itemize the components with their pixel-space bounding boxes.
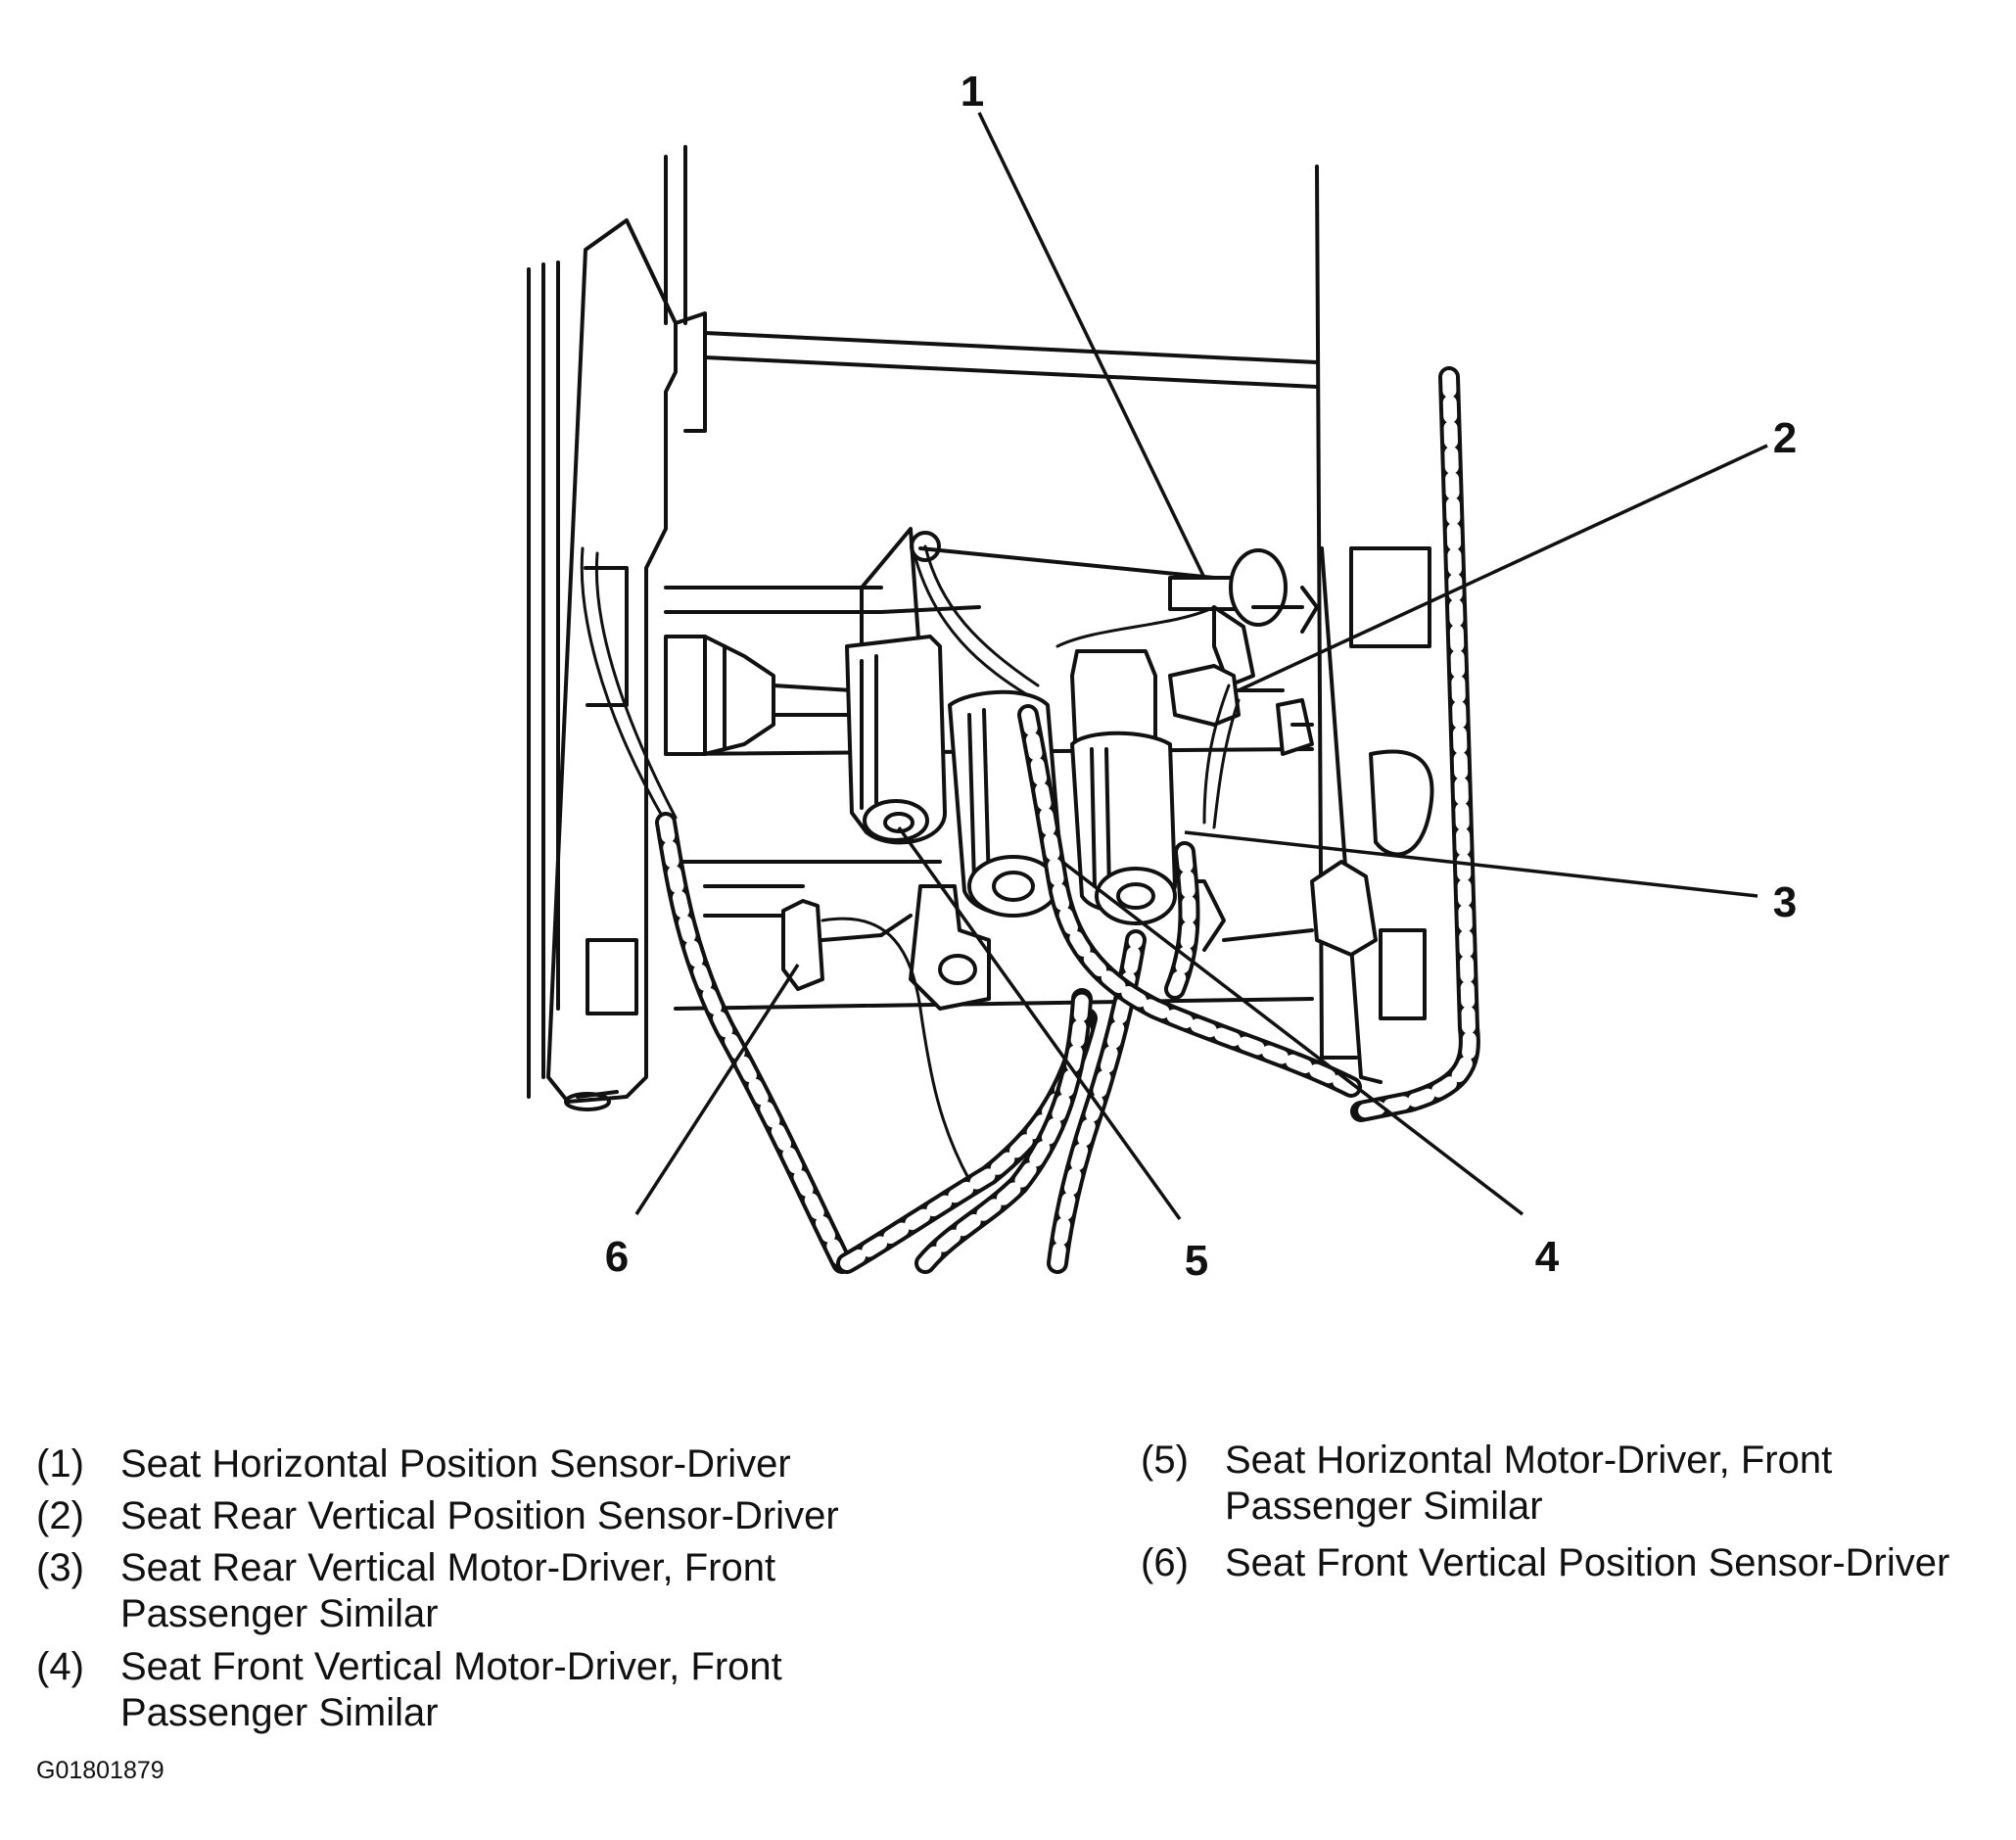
figure-id: G01801879 bbox=[36, 1757, 164, 1784]
legend-number: (6) bbox=[1141, 1541, 1189, 1584]
legend-number: (1) bbox=[36, 1442, 84, 1486]
right-seat-rail bbox=[1315, 165, 1434, 1084]
legend-text: Seat Horizontal Motor-Driver, Front Pass… bbox=[1225, 1439, 1833, 1528]
leader-4 bbox=[1060, 860, 1524, 1216]
wire-looms bbox=[655, 704, 1362, 1274]
callout-6: 6 bbox=[605, 1233, 629, 1281]
left-seat-rail bbox=[527, 145, 707, 1111]
legend-number: (5) bbox=[1141, 1439, 1189, 1482]
callout-3: 3 bbox=[1773, 878, 1797, 926]
sensor-wires bbox=[580, 544, 1241, 1182]
legend-item-5: (5) Seat Horizontal Motor-Driver, Front … bbox=[1141, 1438, 1832, 1530]
callout-1: 1 bbox=[961, 68, 984, 116]
front-vertical-position-sensor bbox=[781, 899, 913, 991]
right-gearbox bbox=[1222, 723, 1378, 957]
leader-5 bbox=[897, 826, 1182, 1221]
legend-number: (2) bbox=[36, 1494, 84, 1537]
legend-text: Seat Rear Vertical Motor-Driver, Front P… bbox=[120, 1546, 776, 1635]
legend-text: Seat Front Vertical Position Sensor-Driv… bbox=[1225, 1541, 1950, 1584]
legend-number: (3) bbox=[36, 1546, 84, 1589]
horizontal-position-sensor bbox=[1168, 548, 1319, 687]
legend-item-2: (2) Seat Rear Vertical Position Sensor-D… bbox=[36, 1493, 839, 1539]
legend-item-4: (4) Seat Front Vertical Motor-Driver, Fr… bbox=[36, 1644, 782, 1736]
leader-6 bbox=[634, 964, 800, 1215]
leader-1 bbox=[977, 112, 1206, 579]
legend-item-3: (3) Seat Rear Vertical Motor-Driver, Fro… bbox=[36, 1545, 775, 1637]
legend-number: (4) bbox=[36, 1645, 84, 1688]
leader-3 bbox=[1184, 830, 1758, 898]
right-outer-loom bbox=[1350, 366, 1480, 1122]
callout-2: 2 bbox=[1773, 414, 1797, 462]
legend-text: Seat Front Vertical Motor-Driver, Front … bbox=[120, 1645, 782, 1734]
legend-text: Seat Horizontal Position Sensor-Driver bbox=[120, 1442, 791, 1486]
left-gearbox-boot bbox=[664, 635, 854, 756]
leader-lines bbox=[634, 112, 1768, 1221]
legend-item-1: (1) Seat Horizontal Position Sensor-Driv… bbox=[36, 1441, 791, 1487]
rear-vertical-motor bbox=[1070, 649, 1177, 925]
legend-item-6: (6) Seat Front Vertical Position Sensor-… bbox=[1141, 1540, 1949, 1586]
horizontal-motor bbox=[845, 635, 947, 845]
leader-2 bbox=[1238, 444, 1768, 692]
callout-5: 5 bbox=[1185, 1237, 1208, 1285]
callout-4: 4 bbox=[1535, 1233, 1560, 1281]
legend-text: Seat Rear Vertical Position Sensor-Drive… bbox=[120, 1494, 839, 1537]
